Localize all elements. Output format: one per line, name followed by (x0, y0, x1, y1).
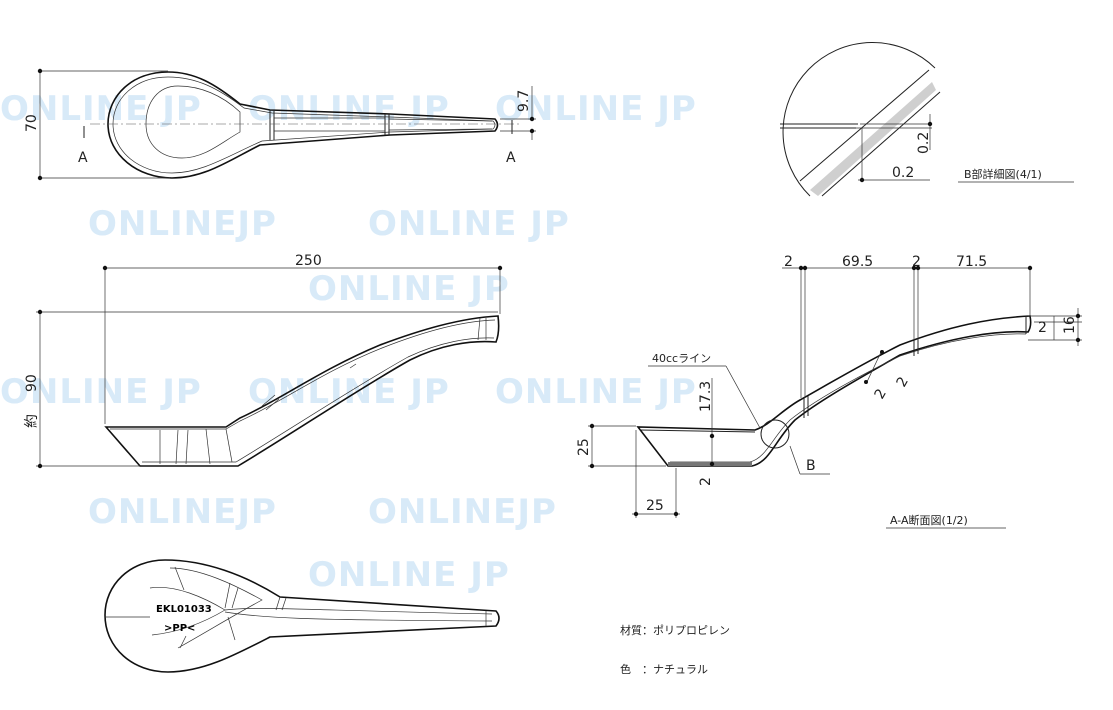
dim-top-2b: 2 (912, 254, 921, 270)
capacity-label: 40ccライン (652, 352, 711, 365)
watermark: ONLINE JP (495, 372, 697, 412)
watermark: ONLINE JP (248, 89, 450, 129)
wall-2b: 2 (894, 374, 912, 390)
watermark: ONLINE JP (368, 204, 570, 244)
dim-detail-0-2-horizontal: 0.2 (892, 165, 914, 181)
emboss-code: EKL01033 (156, 604, 212, 615)
dim-tip-9-7: 9.7 (516, 90, 532, 112)
section-mark-a-left: A (78, 150, 88, 166)
dim-width-70: 70 (24, 114, 40, 132)
dim-top-69-5: 69.5 (842, 254, 873, 270)
dim-17-3: 17.3 (698, 381, 714, 412)
detail-view-b: 0.2 0.2 B部詳細図(4/1) (780, 42, 1074, 197)
dim-height-90: 90 (24, 374, 40, 392)
watermark: ONLINE JP (308, 269, 510, 309)
side-view: 250 90 約 (24, 253, 503, 469)
notes: 材質：ポリプロピレン 色 ：ナチュラル (620, 623, 730, 676)
watermark: ONLINEJP (88, 204, 277, 244)
watermark: ONLINEJP (88, 492, 277, 532)
side-view-outline (104, 315, 500, 467)
material-note: 材質：ポリプロピレン (620, 623, 730, 637)
dim-top-71-5: 71.5 (956, 254, 987, 270)
color-note: 色 ：ナチュラル (620, 662, 708, 676)
dim-25-horizontal: 25 (646, 498, 664, 514)
top-view: 70 A A 9.7 (24, 68, 536, 181)
dim-right-2: 2 (1038, 320, 1047, 336)
watermark: ONLINE JP (0, 89, 202, 129)
emboss-material: >PP< (164, 623, 195, 634)
watermark: ONLINE JP (0, 372, 202, 412)
section-outline (636, 315, 1032, 467)
section-caption: A-A断面図(1/2) (890, 513, 968, 527)
dim-25-vertical: 25 (576, 438, 592, 456)
section-mark-a-right: A (506, 150, 516, 166)
watermark: ONLINEJP (368, 492, 557, 532)
detail-ref-b: B (806, 458, 816, 474)
dim-right-16: 16 (1062, 316, 1078, 334)
bottom-view: EKL01033 >PP< (104, 559, 500, 673)
watermark: ONLINE JP (495, 89, 697, 129)
detail-caption: B部詳細図(4/1) (964, 167, 1042, 181)
dim-height-prefix: 約 (24, 414, 40, 428)
dim-detail-0-2-vertical: 0.2 (916, 132, 932, 154)
watermark-layer: ONLINE JP ONLINE JP ONLINE JP ONLINEJP O… (0, 89, 697, 595)
top-view-outline (107, 71, 499, 179)
wall-2a: 2 (872, 386, 890, 402)
dim-length-250: 250 (295, 253, 322, 269)
watermark: ONLINE JP (308, 555, 510, 595)
dim-2-bottom: 2 (698, 477, 714, 486)
dim-top-2a: 2 (784, 254, 793, 270)
bottom-view-outline (104, 559, 500, 673)
